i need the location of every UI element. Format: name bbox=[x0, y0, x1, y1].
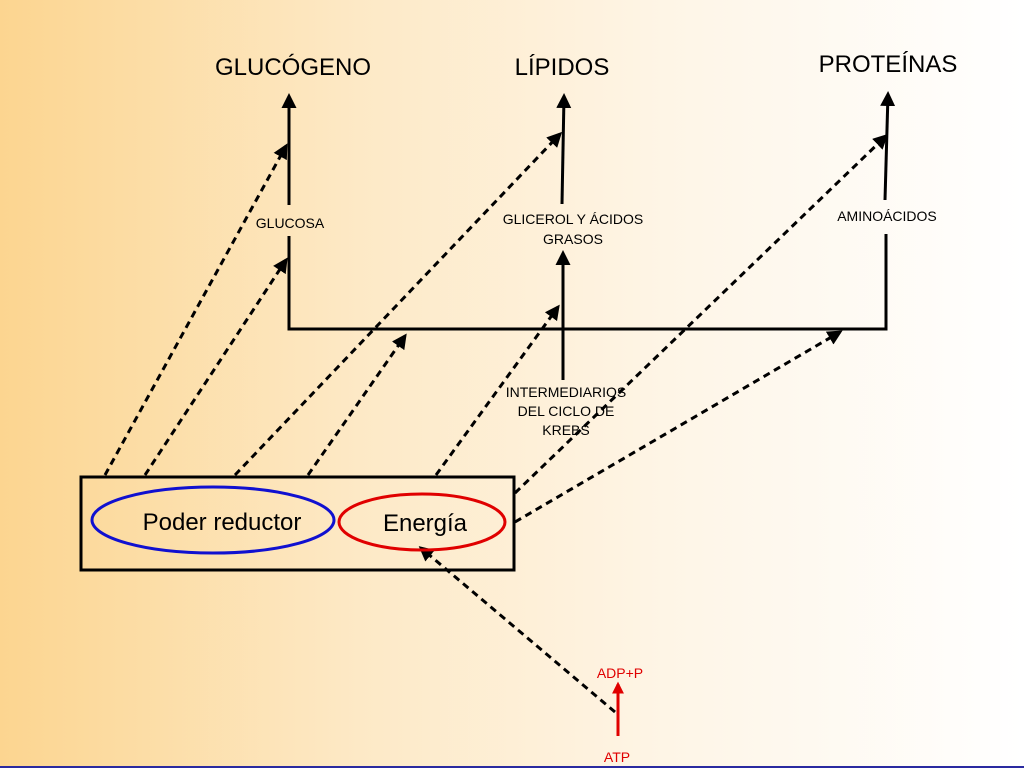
dashed-arrow-to-glucogeno bbox=[103, 143, 288, 476]
dashed-arrow-to-proteinas bbox=[513, 133, 889, 495]
krebs-label-line2: DEL CICLO DE bbox=[518, 403, 615, 419]
glucosa-to-hub-line bbox=[287, 234, 888, 331]
dashed-arrow-to-aminoacidos-line bbox=[514, 330, 843, 524]
atp-label: ATP bbox=[604, 749, 630, 765]
dashed-arrow-to-lipidos bbox=[233, 131, 563, 477]
aminoacidos-to-proteinas-arrow bbox=[880, 91, 896, 201]
lipidos-title: LÍPIDOS bbox=[515, 54, 610, 81]
dashed-arrows bbox=[103, 131, 889, 714]
glucosa-label: GLUCOSA bbox=[256, 215, 325, 231]
adp-label: ADP+P bbox=[597, 665, 643, 681]
poder-reductor-label: Poder reductor bbox=[143, 509, 302, 536]
glicerol-label-line1: GLICEROL Y ÁCIDOS bbox=[503, 211, 644, 227]
source-box bbox=[79, 475, 516, 572]
krebs-label-line3: KREBS bbox=[542, 422, 589, 438]
energia-label: Energía bbox=[383, 510, 468, 537]
aminoacidos-label: AMINOÁCIDOS bbox=[837, 208, 937, 224]
dashed-arrow-to-glicerol bbox=[434, 304, 560, 476]
krebs-label-line1: INTERMEDIARIOS bbox=[506, 384, 627, 400]
poder-reductor-ellipse bbox=[90, 485, 336, 555]
proteinas-title: PROTEÍNAS bbox=[819, 51, 958, 78]
glicerol-label-line2: GRASOS bbox=[543, 231, 603, 247]
dashed-arrow-to-hub bbox=[306, 333, 407, 476]
dashed-arrow-atp-to-energia bbox=[418, 546, 616, 714]
glucogeno-title: GLUCÓGENO bbox=[215, 54, 371, 81]
dashed-arrow-to-glucosa bbox=[143, 257, 288, 476]
energia-ellipse bbox=[337, 492, 507, 552]
glicerol-to-lipidos-arrow bbox=[556, 93, 572, 205]
